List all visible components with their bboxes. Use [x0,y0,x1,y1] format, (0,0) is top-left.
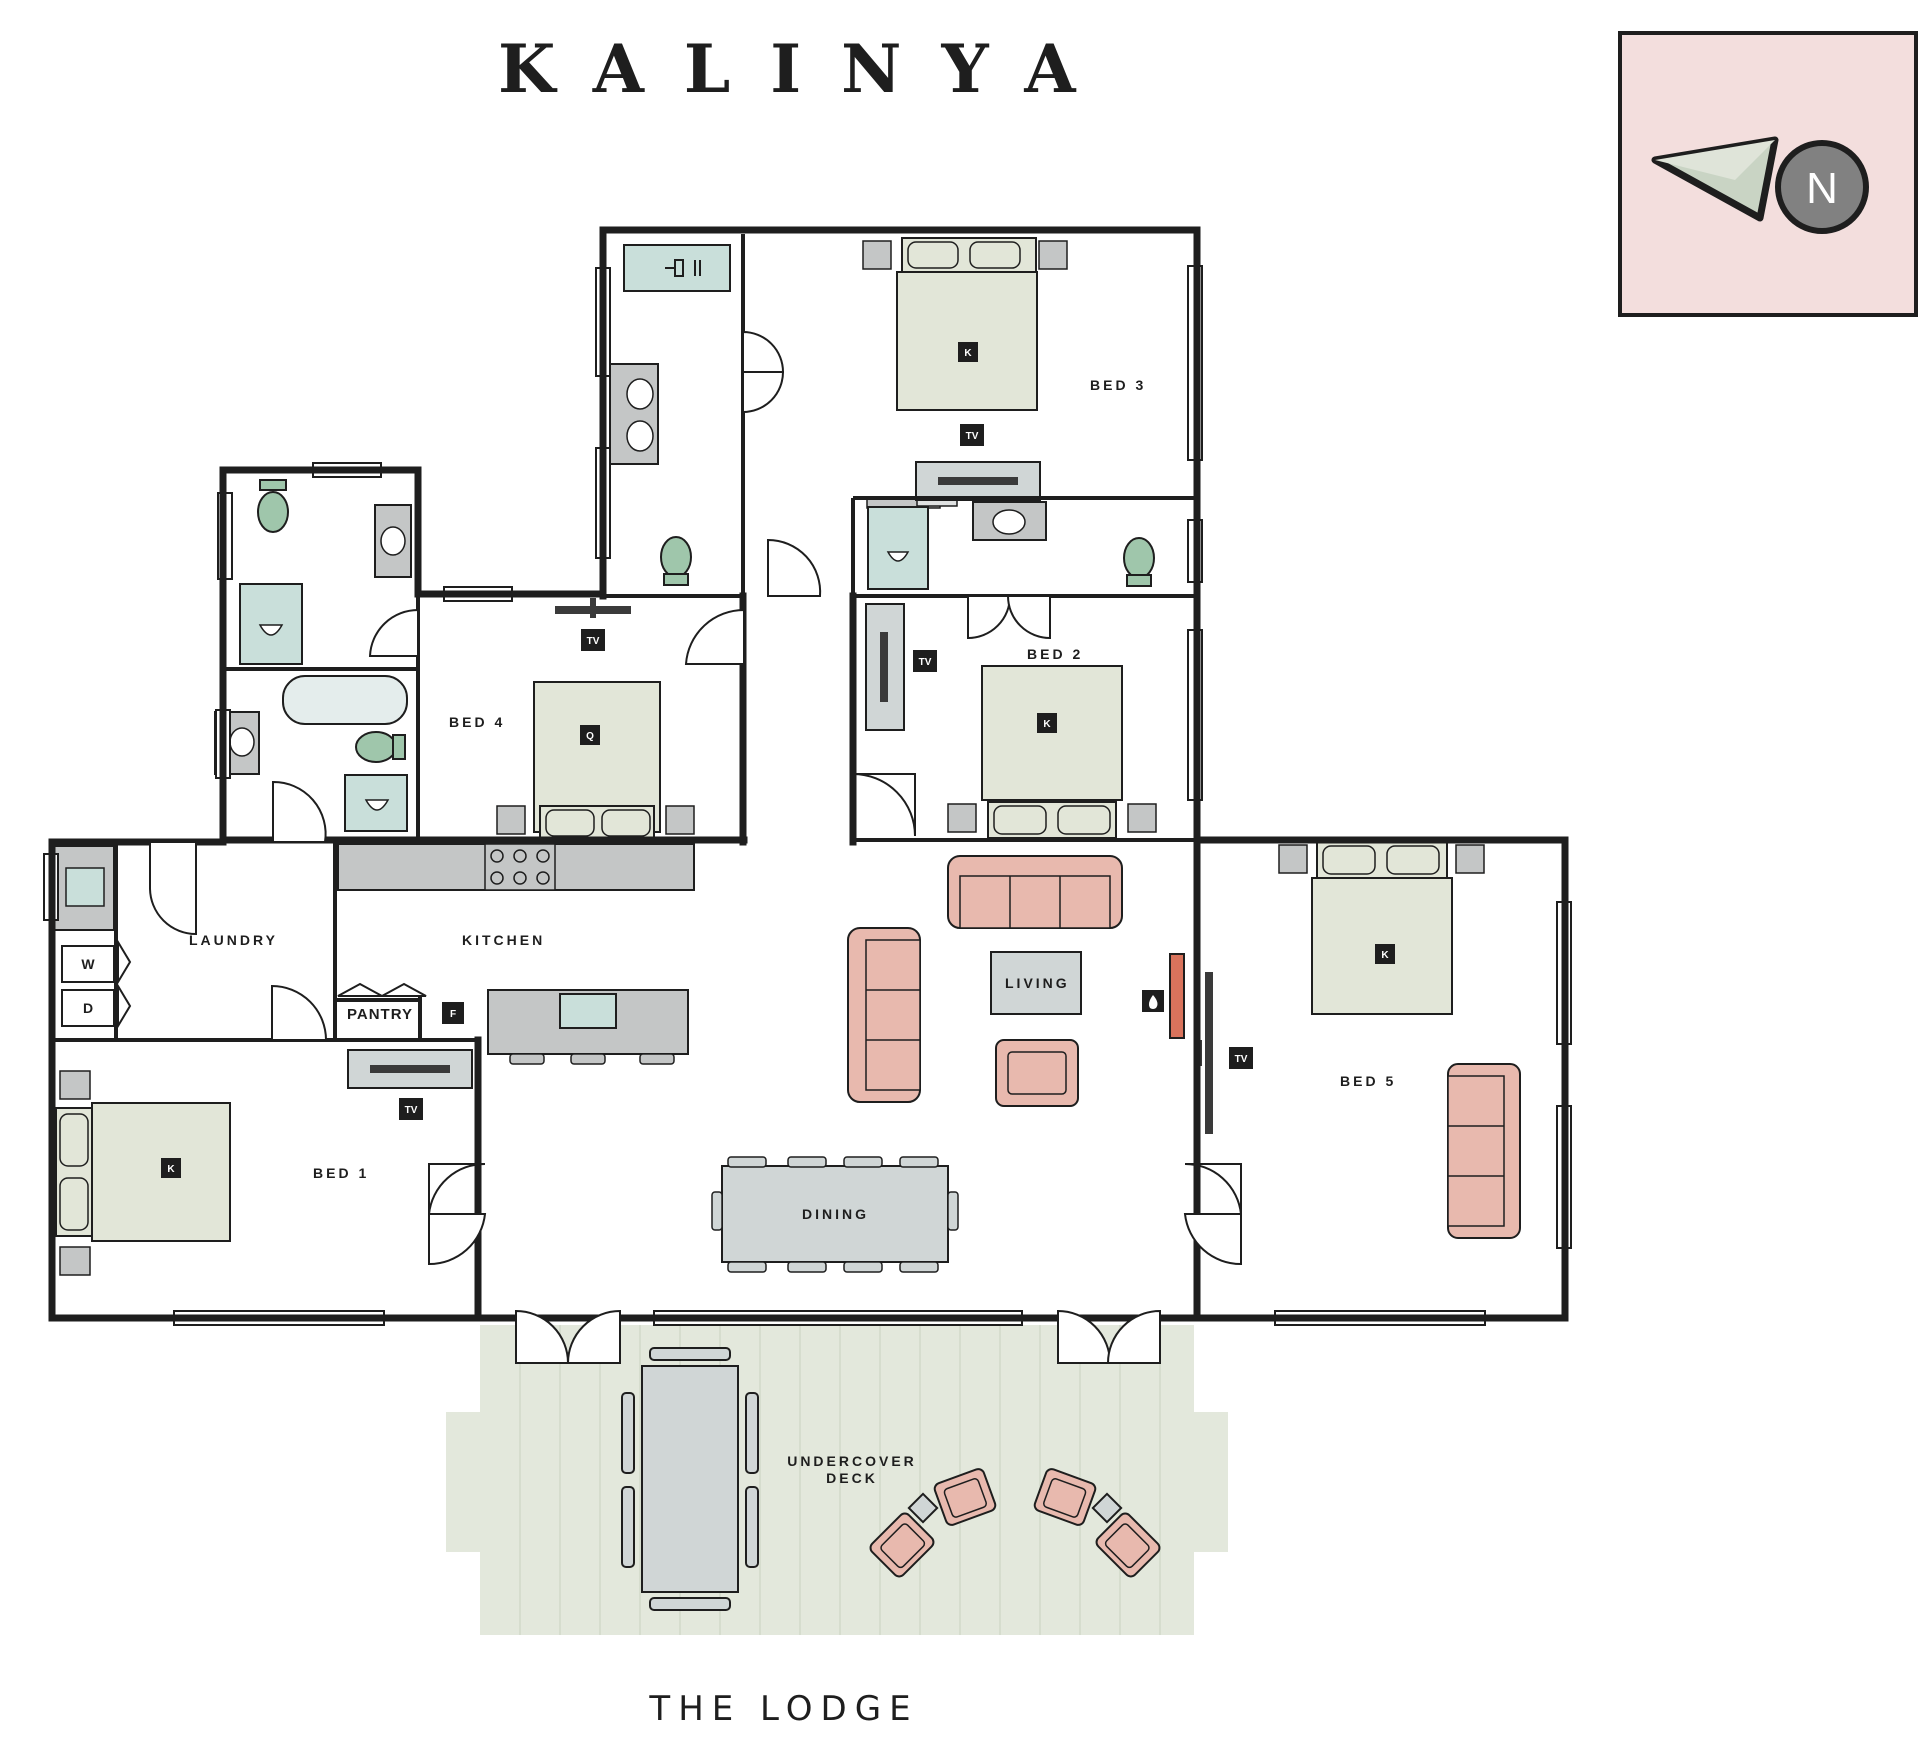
north-arrow-icon [1651,136,1779,222]
north-compass: N [1618,31,1918,317]
tv-badges: TV TV TV TV TV [399,424,1253,1120]
room-label-bed-3: BED 3 [1090,377,1146,393]
room-label-deck-line2: DECK [826,1470,878,1486]
basin-icon [229,727,255,757]
doors [117,330,1242,1364]
basin-icon [626,378,654,410]
plan-subtitle: THE LODGE [648,1689,918,1729]
basin-icon [380,526,406,556]
tv-units [347,461,1213,1134]
kitchen-furniture: F [337,843,695,1065]
basin-icon [626,420,654,452]
room-label-bed-4: BED 4 [449,714,505,730]
plan-title: KALINYA [498,30,1116,108]
ensuite-bed-3 [609,244,731,586]
undercover-deck [446,1325,1228,1635]
tv-badge: TV [405,1105,418,1116]
deck-armchair [869,1512,935,1578]
basin-icon [992,509,1026,535]
toilet-icon [1123,537,1155,587]
walls [48,226,1569,1322]
room-label-kitchen: KITCHEN [462,932,545,948]
dryer-label: D [83,1000,93,1016]
room-label-dining: DINING [802,1206,869,1222]
bed-4-furniture [496,681,695,841]
toilet-icon [660,536,692,586]
cooktop-icon [484,843,556,891]
washer-label: W [81,956,95,972]
tv-badge: TV [587,636,600,647]
fireplace [1169,953,1185,1039]
laundry-furniture: W D [51,845,115,1027]
living-furniture [847,855,1185,1107]
room-label-pantry: PANTRY [347,1006,413,1023]
room-label-bed-5: BED 5 [1340,1073,1396,1089]
bathroom-bed-4 [214,479,412,832]
queen-badge: Q [586,731,594,742]
room-label-laundry: LAUNDRY [189,932,278,948]
deck-armchair [1033,1468,1097,1526]
fridge-badge: F [450,1009,456,1020]
room-labels: BED 3 BED 2 BED 4 BED 5 BED 1 LAUNDRY KI… [189,377,1396,1486]
shower-icon [665,259,701,277]
shower-icon [364,799,390,811]
tv-badge: TV [1235,1054,1248,1065]
king-badge: K [1043,719,1051,730]
bed-1-furniture [55,1070,231,1276]
tv-badge: TV [919,657,932,668]
fire-icon [1142,990,1164,1012]
toilet-icon [257,479,289,533]
bed-5-furniture [1278,841,1521,1239]
sink-icon [559,993,617,1029]
room-label-bed-2: BED 2 [1027,646,1083,662]
tv-badge: TV [966,431,979,442]
bed-3-furniture [862,237,1068,411]
shower-icon [886,551,910,562]
king-badge: K [167,1164,175,1175]
room-label-living: LIVING [1005,975,1070,991]
king-badge: K [1381,950,1389,961]
toilet-icon [355,731,406,763]
deck-armchair [933,1468,997,1526]
room-label-deck-line1: UNDERCOVER [787,1453,917,1469]
deck-armchair [1095,1512,1161,1578]
tub-icon [65,867,105,907]
king-badge: K [964,348,972,359]
bed-2-furniture [947,665,1157,839]
compass-letter: N [1806,164,1838,213]
dining-furniture [711,1156,959,1273]
shower-icon [258,624,284,636]
room-label-bed-1: BED 1 [313,1165,369,1181]
bed-size-badges: K Q K K K [161,342,1395,1178]
